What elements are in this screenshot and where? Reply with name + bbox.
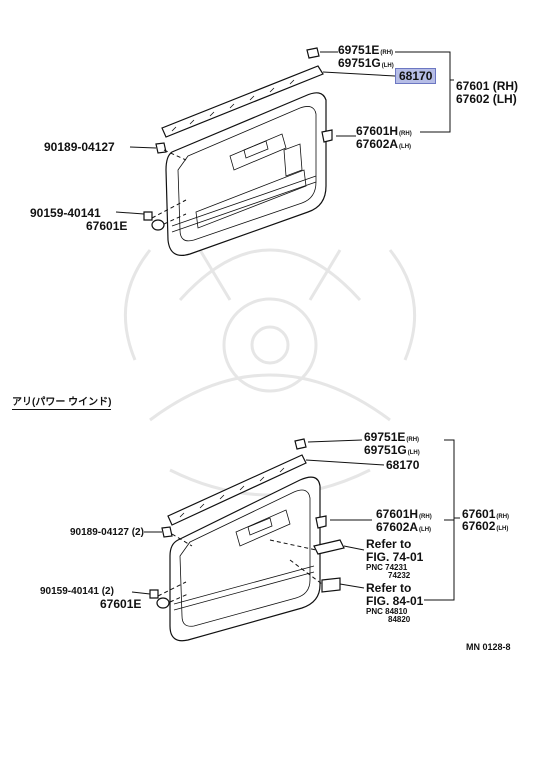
label-67601h-top: 67601H(RH) xyxy=(356,125,412,140)
bottom-door-trim-panel xyxy=(169,476,321,642)
side-suffix: (RH) xyxy=(406,437,420,443)
side-suffix: (RH) xyxy=(419,514,432,520)
bottom-screw-90159 xyxy=(149,589,159,599)
label-67602a-top: 67602A(LH) xyxy=(356,138,411,153)
label-90189-top: 90189-04127 xyxy=(44,140,115,154)
bottom-clip-69751 xyxy=(294,438,307,450)
ref-pnc2: 74232 xyxy=(388,571,411,580)
part-number: 67602 xyxy=(462,519,496,533)
side-suffix: (LH) xyxy=(496,526,509,532)
side-suffix: (LH) xyxy=(399,144,412,150)
label-67601h-bottom: 67601H(RH) xyxy=(376,508,432,523)
ref-fig-84-01[interactable]: Refer to FIG. 84-01 PNC 84810 84820 xyxy=(366,582,423,624)
ref-pnc: PNC 84810 xyxy=(366,607,408,616)
bottom-switch-bezel xyxy=(321,577,341,593)
bottom-weatherstrip-68170 xyxy=(167,454,307,526)
label-69751e-bottom: 69751E(RH) xyxy=(364,431,419,446)
top-clip-69751 xyxy=(306,47,320,59)
side-suffix: (RH) xyxy=(380,50,394,56)
label-69751g-top: 69751G(LH) xyxy=(338,57,394,72)
label-67601-rh-top: 67601 (RH) xyxy=(456,79,519,93)
bottom-screw-90189 xyxy=(161,526,173,538)
side-suffix: (LH) xyxy=(407,450,420,456)
label-68170-bottom: 68170 xyxy=(386,458,420,472)
ref-line2: FIG. 84-01 xyxy=(366,594,424,608)
part-number: 69751E xyxy=(338,43,380,57)
part-number: 69751E xyxy=(364,430,406,444)
top-screw-90189 xyxy=(155,142,167,154)
label-67602-lh-top: 67602 (LH) xyxy=(456,92,517,106)
bottom-window-switch xyxy=(313,539,345,555)
bottom-cap-67601e xyxy=(156,597,170,609)
label-67601e-bottom: 67601E xyxy=(100,597,142,611)
part-number: 67601 xyxy=(462,507,496,521)
side-suffix: (LH) xyxy=(419,527,432,533)
top-cap-67601e xyxy=(151,219,165,231)
section-title-power-window: アリ(パワー ウインド) xyxy=(12,393,112,410)
part-number: 67601H xyxy=(376,507,419,521)
ref-pnc: PNC 74231 xyxy=(366,563,408,572)
part-number: 67602A xyxy=(356,137,399,151)
label-68170-top-highlighted[interactable]: 68170 xyxy=(394,68,437,84)
side-suffix: (RH) xyxy=(496,514,510,520)
label-67602a-bottom: 67602A(LH) xyxy=(376,521,431,536)
part-number: 67601H xyxy=(356,124,399,138)
part-number: 69751G xyxy=(338,56,381,70)
bottom-clip-67601h xyxy=(315,515,327,529)
top-door-trim-panel xyxy=(165,92,327,256)
label-90189-bottom: 90189-04127 (2) xyxy=(70,527,144,538)
top-weatherstrip-68170 xyxy=(161,65,324,138)
side-suffix: (RH) xyxy=(399,131,412,137)
label-69751g-bottom: 69751G(LH) xyxy=(364,444,420,459)
label-90159-top: 90159-40141 xyxy=(30,206,101,220)
label-67602-lh-bottom: 67602(LH) xyxy=(462,520,508,535)
ref-pnc2: 84820 xyxy=(388,615,411,624)
label-69751e-top: 69751E(RH) xyxy=(338,44,393,59)
watermark-emblem xyxy=(123,248,417,497)
label-90159-bottom: 90159-40141 (2) xyxy=(40,586,114,597)
top-screw-90159 xyxy=(143,211,153,221)
label-67601-rh-bottom: 67601(RH) xyxy=(462,508,509,523)
bottom-door-trim-assembly xyxy=(131,438,460,642)
part-number: 69751G xyxy=(364,443,407,457)
top-door-trim-assembly xyxy=(115,47,454,256)
label-67601e-top: 67601E xyxy=(86,219,128,233)
side-suffix: (LH) xyxy=(381,63,394,69)
top-clip-67601h xyxy=(321,129,333,143)
figure-code: MN 0128-8 xyxy=(466,642,511,652)
ref-fig-74-01[interactable]: Refer to FIG. 74-01 PNC 74231 74232 xyxy=(366,538,423,580)
ref-line2: FIG. 74-01 xyxy=(366,550,424,564)
ref-line1: Refer to xyxy=(366,581,412,595)
part-number: 67602A xyxy=(376,520,419,534)
ref-line1: Refer to xyxy=(366,537,412,551)
